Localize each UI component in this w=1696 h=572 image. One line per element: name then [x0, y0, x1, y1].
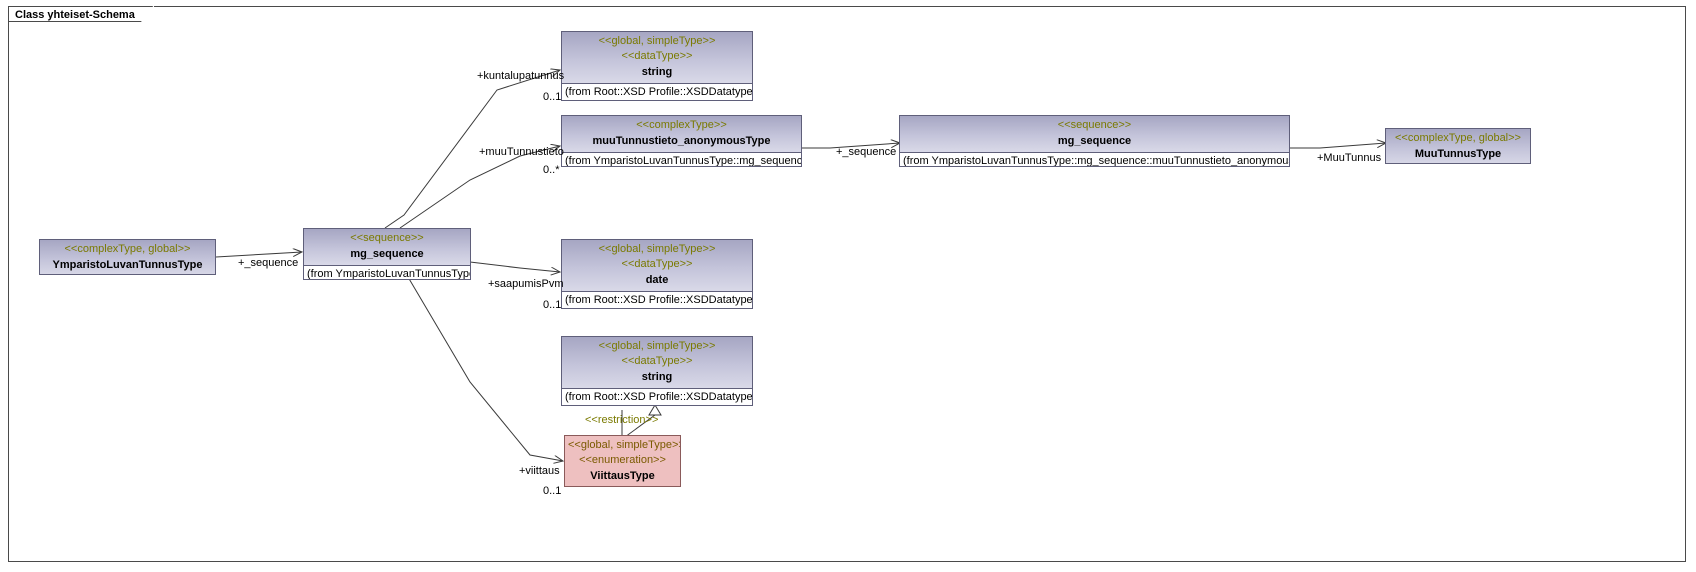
connector-multiplicity-kuntalupatunnus: 0..1	[543, 91, 562, 103]
class-header: <<global, simpleType>> <<dataType>> stri…	[562, 32, 752, 83]
class-stereotype-global-simpletype: <<global, simpleType>>	[598, 243, 716, 255]
connector-label-muutunnus: +MuuTunnus	[1317, 152, 1382, 164]
class-namespace: (from Root::XSD Profile::XSDDatatypes)	[562, 83, 752, 100]
class-namespace: (from Root::XSD Profile::XSDDatatypes)	[562, 388, 752, 405]
class-string-kuntalupatunnus[interactable]: <<global, simpleType>> <<dataType>> stri…	[561, 31, 753, 101]
connector-label-muutunnustieto: +muuTunnustieto	[479, 146, 564, 158]
connector-label-restriction: <<restriction>>	[585, 414, 659, 426]
class-header: <<complexType>> muuTunnustieto_anonymous…	[562, 116, 801, 152]
connector-label-inner-sequence: +_sequence	[836, 146, 897, 158]
class-name: string	[641, 66, 673, 78]
class-namespace: (from YmparistoLuvanTunnusType::mg_seque…	[900, 152, 1289, 166]
class-stereotype-enumeration: <<enumeration>>	[579, 454, 666, 466]
connector-label-viittaus: +viittaus	[519, 465, 560, 477]
class-mg-sequence-root[interactable]: <<sequence>> mg_sequence (from Ymparisto…	[303, 228, 471, 280]
connector-label-kuntalupatunnus: +kuntalupatunnus	[477, 70, 565, 82]
class-stereotype-datatype: <<dataType>>	[621, 50, 693, 62]
class-header: <<complexType, global>> YmparistoLuvanTu…	[40, 240, 215, 274]
class-header: <<complexType, global>> MuuTunnusType	[1386, 129, 1530, 163]
connector-multiplicity-saapumispvm: 0..1	[543, 299, 562, 311]
class-name: ViittausType	[590, 470, 655, 482]
class-namespace: (from YmparistoLuvanTunnusType)	[304, 265, 470, 279]
class-stereotype-datatype: <<dataType>>	[621, 355, 693, 367]
class-namespace: (from Root::XSD Profile::XSDDatatypes)	[562, 291, 752, 308]
class-name: MuuTunnusType	[1414, 148, 1502, 160]
connector-label-root-sequence: +_sequence	[238, 257, 299, 269]
class-stereotype-datatype: <<dataType>>	[621, 258, 693, 270]
class-name: string	[641, 371, 673, 383]
class-stereotype-global-simpletype: <<global, simpleType>>	[598, 340, 716, 352]
connector-multiplicity-muutunnustieto: 0..*	[543, 164, 560, 176]
class-mg-sequence-inner[interactable]: <<sequence>> mg_sequence (from Ymparisto…	[899, 115, 1290, 167]
class-header: <<sequence>> mg_sequence	[304, 229, 470, 265]
class-header: <<global, simpleType>> <<enumeration>> V…	[565, 436, 681, 486]
class-name: mg_sequence	[350, 248, 424, 260]
class-stereotype: <<complexType, global>>	[1395, 132, 1521, 144]
class-stereotype-global-simpletype: <<global, simpleType>>	[568, 439, 681, 451]
class-stereotype: <<complexType>>	[636, 119, 727, 131]
class-date-saapumispvm[interactable]: <<global, simpleType>> <<dataType>> date…	[561, 239, 753, 309]
diagram-frame	[8, 6, 1686, 562]
class-name: date	[645, 274, 669, 286]
class-string-viittaus[interactable]: <<global, simpleType>> <<dataType>> stri…	[561, 336, 753, 406]
class-muutunnus-type[interactable]: <<complexType, global>> MuuTunnusType	[1385, 128, 1531, 164]
class-header: <<global, simpleType>> <<dataType>> date	[562, 240, 752, 291]
diagram-title-tab: Class yhteiset-Schema	[8, 5, 154, 22]
class-ymparistoluvan-tunnus-type[interactable]: <<complexType, global>> YmparistoLuvanTu…	[39, 239, 216, 275]
class-viittaus-type[interactable]: <<global, simpleType>> <<enumeration>> V…	[564, 435, 681, 487]
class-name: YmparistoLuvanTunnusType	[52, 259, 203, 271]
connector-label-saapumispvm: +saapumisPvm	[488, 278, 564, 290]
class-header: <<sequence>> mg_sequence	[900, 116, 1289, 152]
class-muutunnustieto-anonymous-type[interactable]: <<complexType>> muuTunnustieto_anonymous…	[561, 115, 802, 167]
class-stereotype: <<sequence>>	[1057, 119, 1132, 131]
class-header: <<global, simpleType>> <<dataType>> stri…	[562, 337, 752, 388]
class-name: muuTunnustieto_anonymousType	[592, 135, 771, 147]
connector-multiplicity-viittaus: 0..1	[543, 485, 562, 497]
class-name: mg_sequence	[1057, 135, 1132, 147]
class-stereotype: <<sequence>>	[350, 232, 424, 244]
class-stereotype: <<complexType, global>>	[64, 243, 191, 255]
class-namespace: (from YmparistoLuvanTunnusType::mg_seque…	[562, 152, 801, 166]
class-stereotype-global-simpletype: <<global, simpleType>>	[598, 35, 716, 47]
